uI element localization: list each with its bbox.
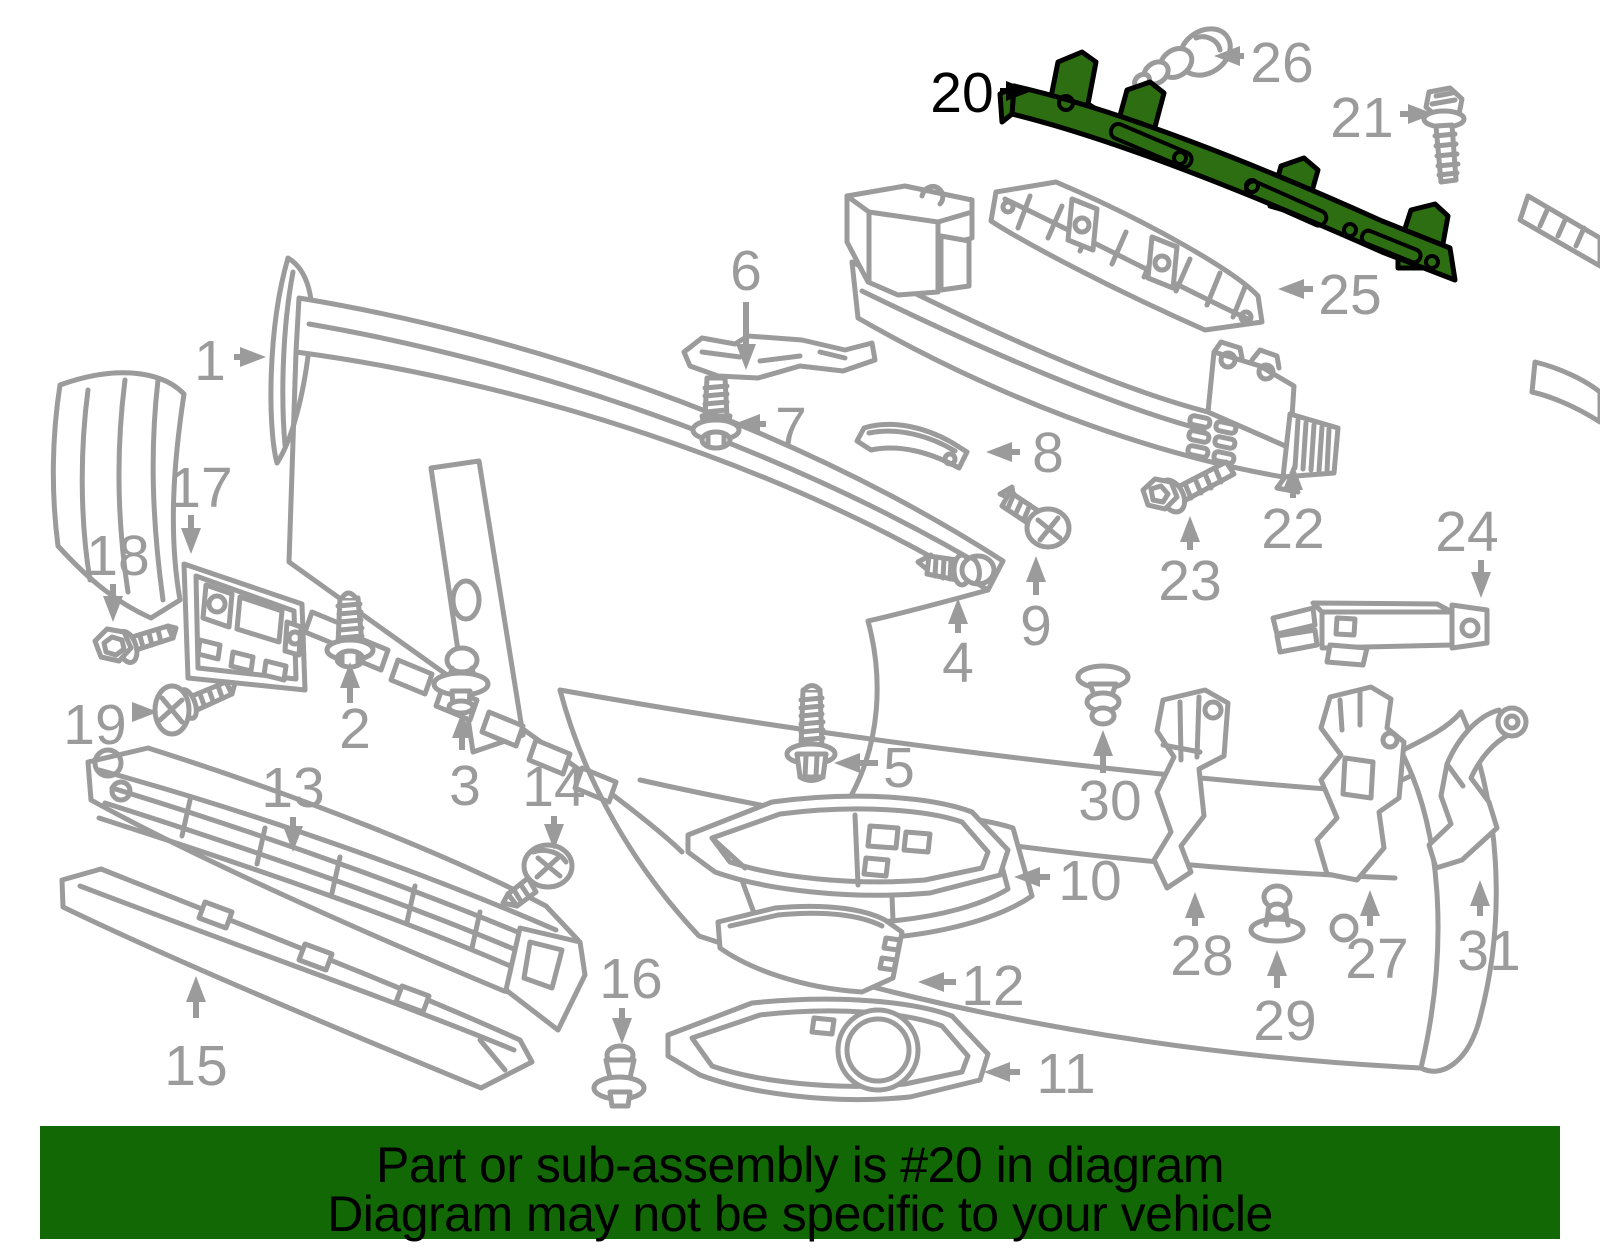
part-15-lower-garnish xyxy=(59,866,535,1091)
callout-17: 17 xyxy=(169,456,233,554)
callout-number-9: 9 xyxy=(1020,594,1052,658)
part-14-screw xyxy=(500,842,575,909)
part-6-bracket xyxy=(681,333,878,381)
callout-number-25: 25 xyxy=(1318,263,1381,327)
banner-line-1: Part or sub-assembly is #20 in diagram xyxy=(375,1137,1225,1193)
callout-24: 24 xyxy=(1435,500,1499,598)
callout-15: 15 xyxy=(164,976,228,1098)
callout-number-18: 18 xyxy=(86,524,149,588)
callout-number-20: 20 xyxy=(930,61,993,125)
callout-16: 16 xyxy=(599,947,663,1044)
callout-number-30: 30 xyxy=(1078,769,1141,833)
callout-4: 4 xyxy=(942,598,974,695)
part-12-fog-cover xyxy=(715,903,905,995)
part-5-bolt xyxy=(784,683,838,783)
callout-number-14: 14 xyxy=(522,755,585,819)
callout-6: 6 xyxy=(730,239,762,370)
part-29-clip xyxy=(1248,883,1306,944)
callout-number-7: 7 xyxy=(775,396,807,460)
callout-number-29: 29 xyxy=(1253,989,1316,1053)
part-13-grille xyxy=(85,745,588,1033)
callout-number-4: 4 xyxy=(942,631,974,695)
callout-27: 27 xyxy=(1345,890,1409,991)
callout-30: 30 xyxy=(1078,730,1142,833)
callout-number-26: 26 xyxy=(1250,31,1313,95)
part-25-absorber xyxy=(844,179,1265,333)
edge-trim-fragments xyxy=(1517,193,1600,425)
callout-number-23: 23 xyxy=(1158,549,1221,613)
callout-number-15: 15 xyxy=(164,1034,227,1098)
callout-number-12: 12 xyxy=(961,954,1024,1018)
callout-number-31: 31 xyxy=(1457,919,1520,983)
callout-14: 14 xyxy=(522,755,586,850)
part-9-screw xyxy=(997,484,1072,550)
part-3-clip xyxy=(431,645,491,716)
callout-25: 25 xyxy=(1278,263,1382,327)
part-31-bracket xyxy=(1426,705,1529,871)
part-18-bolt xyxy=(92,623,179,665)
callout-29: 29 xyxy=(1253,950,1317,1053)
callout-number-1: 1 xyxy=(194,329,226,393)
part-17-license-bracket xyxy=(181,561,308,693)
callout-9: 9 xyxy=(1020,556,1052,658)
callout-number-10: 10 xyxy=(1058,849,1121,913)
part-8-corner-trim xyxy=(854,421,970,471)
callout-13: 13 xyxy=(261,756,325,852)
callout-5: 5 xyxy=(834,736,915,800)
callout-26: 26 xyxy=(1214,31,1314,95)
part-28-bracket xyxy=(1151,687,1231,891)
part-22-reinforcement-beam xyxy=(849,259,1341,495)
banner-line-2: Diagram may not be specific to your vehi… xyxy=(327,1186,1273,1242)
callout-20: 20 xyxy=(930,61,1032,125)
part-23-bolt xyxy=(1140,459,1237,515)
callout-number-5: 5 xyxy=(883,736,915,800)
part-11-fog-bezel-opening xyxy=(665,996,991,1103)
callout-number-21: 21 xyxy=(1330,86,1393,150)
part-10-fog-bezel xyxy=(685,793,1011,898)
callout-number-24: 24 xyxy=(1435,500,1498,564)
callout-number-19: 19 xyxy=(63,693,126,757)
callout-number-27: 27 xyxy=(1345,927,1408,991)
callout-3: 3 xyxy=(449,712,481,818)
highlight-banner: Part or sub-assembly is #20 in diagram D… xyxy=(40,1126,1560,1239)
callout-number-6: 6 xyxy=(730,239,762,303)
part-27-bracket xyxy=(1314,684,1407,883)
part-2-screw xyxy=(324,590,376,670)
callout-8: 8 xyxy=(986,421,1064,485)
callout-18: 18 xyxy=(86,524,150,622)
part-7-stud-bolt xyxy=(690,375,742,451)
callout-19: 19 xyxy=(63,693,158,757)
callout-number-22: 22 xyxy=(1261,497,1324,561)
callout-21: 21 xyxy=(1330,86,1434,150)
callout-22: 22 xyxy=(1261,464,1325,561)
part-4-clip xyxy=(915,552,997,588)
callout-number-3: 3 xyxy=(449,754,481,818)
callout-11: 11 xyxy=(984,1042,1096,1106)
callout-28: 28 xyxy=(1170,892,1234,988)
part-30-clip xyxy=(1075,663,1131,727)
callout-number-2: 2 xyxy=(339,697,371,761)
callout-number-17: 17 xyxy=(169,456,232,520)
callout-12: 12 xyxy=(918,954,1025,1018)
callout-number-8: 8 xyxy=(1032,421,1064,485)
part-21-bolt xyxy=(1421,85,1467,185)
callout-number-13: 13 xyxy=(261,756,324,820)
part-19-screw xyxy=(152,679,238,737)
callout-number-11: 11 xyxy=(1036,1042,1095,1106)
part-16-clip xyxy=(591,1043,647,1109)
callout-1: 1 xyxy=(194,329,266,393)
callout-number-16: 16 xyxy=(599,947,662,1011)
callout-number-28: 28 xyxy=(1170,924,1233,988)
part-24-side-bracket xyxy=(1270,600,1490,668)
callout-23: 23 xyxy=(1158,516,1222,613)
callout-31: 31 xyxy=(1457,880,1521,983)
callout-10: 10 xyxy=(1014,849,1122,913)
callout-7: 7 xyxy=(734,396,807,460)
callout-2: 2 xyxy=(339,662,371,761)
